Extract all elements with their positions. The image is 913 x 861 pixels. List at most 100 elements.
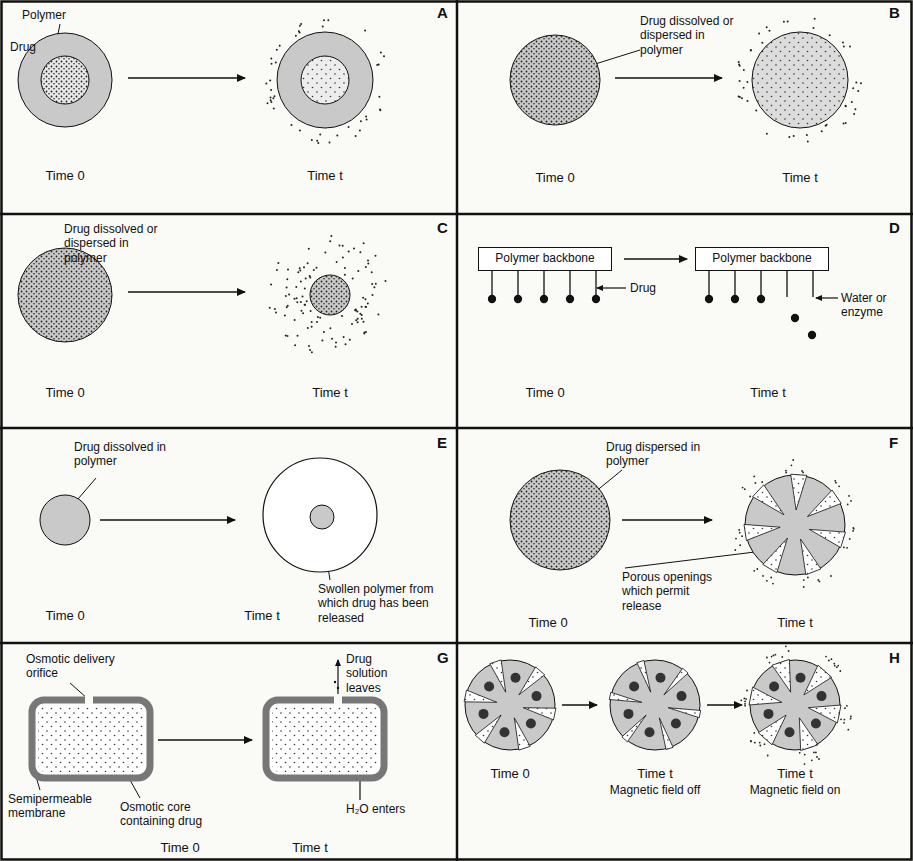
osmotic-pump — [334, 681, 336, 683]
callout-label: Magnetic field off — [595, 783, 715, 797]
reservoir-device — [378, 96, 380, 98]
magnetic-device — [759, 742, 761, 744]
magnetic-device — [804, 763, 806, 765]
eroding-device — [324, 252, 326, 254]
magnetic-device — [475, 715, 501, 743]
porous-device — [753, 476, 755, 478]
reservoir-device — [360, 120, 362, 122]
pendant-drug — [760, 271, 761, 297]
porous-device — [807, 490, 841, 517]
pendant-drug — [758, 296, 765, 303]
magnetic-device — [828, 660, 830, 662]
porous-device — [801, 539, 821, 575]
reservoir-device — [270, 101, 272, 103]
magnetic-device — [464, 690, 497, 702]
porous-device — [761, 481, 763, 483]
magnetic-device — [637, 660, 651, 692]
reservoir-device — [270, 96, 272, 98]
magnetic-device — [664, 668, 688, 695]
magnetic-device — [813, 752, 815, 754]
magnetic-device — [843, 722, 845, 724]
porous-device — [849, 538, 851, 540]
matrix-device — [743, 69, 745, 71]
reservoir-device — [364, 30, 366, 32]
pendant-drug — [489, 296, 496, 303]
osmotic-pump — [337, 687, 339, 689]
reservoir-device — [265, 83, 267, 85]
magnetic-device — [622, 715, 646, 742]
callout-label: Semipermeable membrane — [8, 792, 112, 821]
eroding-device — [339, 245, 341, 247]
pendant-drug — [792, 315, 799, 322]
reservoir-device — [299, 129, 301, 131]
reservoir-device — [272, 97, 274, 99]
magnetic-device — [785, 727, 795, 737]
eroding-device — [285, 334, 287, 336]
magnetic-device — [464, 690, 497, 702]
matrix-device — [857, 90, 859, 92]
magnetic-device — [637, 660, 651, 692]
reservoir-device — [329, 142, 331, 144]
porous-device — [739, 532, 741, 534]
eroding-device — [316, 321, 318, 323]
eroding-device — [284, 314, 286, 316]
pendant-drug — [734, 271, 735, 297]
eroding-device — [373, 286, 375, 288]
magnetic-device — [475, 715, 501, 743]
magnetic-device — [817, 691, 827, 701]
reservoir-device — [277, 32, 373, 128]
reservoir-device — [41, 56, 89, 104]
pendant-drug — [567, 296, 574, 303]
reservoir-device — [298, 30, 300, 32]
magnetic-device — [484, 682, 494, 692]
porous-device — [753, 570, 755, 572]
porous-device — [734, 459, 854, 588]
magnetic-device — [511, 673, 521, 683]
magnetic-device — [740, 699, 742, 701]
magnetic-device — [846, 705, 848, 707]
eroding-device — [309, 349, 311, 351]
matrix-device — [766, 133, 768, 135]
time-label: Time t — [755, 615, 835, 631]
porous-device — [766, 580, 768, 582]
magnetic-device — [750, 660, 840, 750]
matrix-device — [814, 18, 816, 20]
porous-device — [835, 482, 837, 484]
magnetic-device — [523, 708, 556, 720]
magnetic-device — [490, 660, 506, 692]
porous-device — [744, 524, 780, 540]
magnetic-device — [847, 729, 849, 731]
time-label: Time t — [285, 168, 365, 184]
matrix-device — [783, 21, 785, 23]
eroding-device — [355, 309, 357, 311]
matrix-device — [741, 97, 743, 99]
swelling-device — [40, 458, 377, 572]
porous-device — [817, 579, 819, 581]
magnetic-device — [622, 715, 646, 742]
callout-label: Drug solution leaves — [346, 652, 408, 695]
pendant-drug — [543, 271, 544, 297]
porous-device — [843, 547, 845, 549]
matrix-device — [746, 81, 748, 83]
magnetic-device — [772, 659, 791, 692]
porous-device — [745, 475, 845, 575]
eroding-device — [287, 335, 289, 337]
eroding-device — [344, 267, 346, 269]
magnetic-device — [834, 665, 836, 667]
eroding-device — [335, 346, 337, 348]
time-label: Time 0 — [25, 608, 105, 624]
osmotic-pump — [85, 694, 93, 704]
eroding-device — [363, 321, 365, 323]
time-label: Time 0 — [25, 168, 105, 184]
magnetic-device — [744, 698, 746, 700]
pointer-arrow — [337, 660, 338, 697]
reservoir-device — [365, 115, 367, 117]
process-arrow — [624, 258, 687, 260]
eroding-device — [323, 331, 325, 333]
time-label: Time t — [270, 840, 350, 856]
reservoir-device — [269, 80, 271, 82]
magnetic-device — [775, 654, 777, 656]
time-label: Time t — [615, 766, 695, 782]
eroding-device — [361, 318, 363, 320]
